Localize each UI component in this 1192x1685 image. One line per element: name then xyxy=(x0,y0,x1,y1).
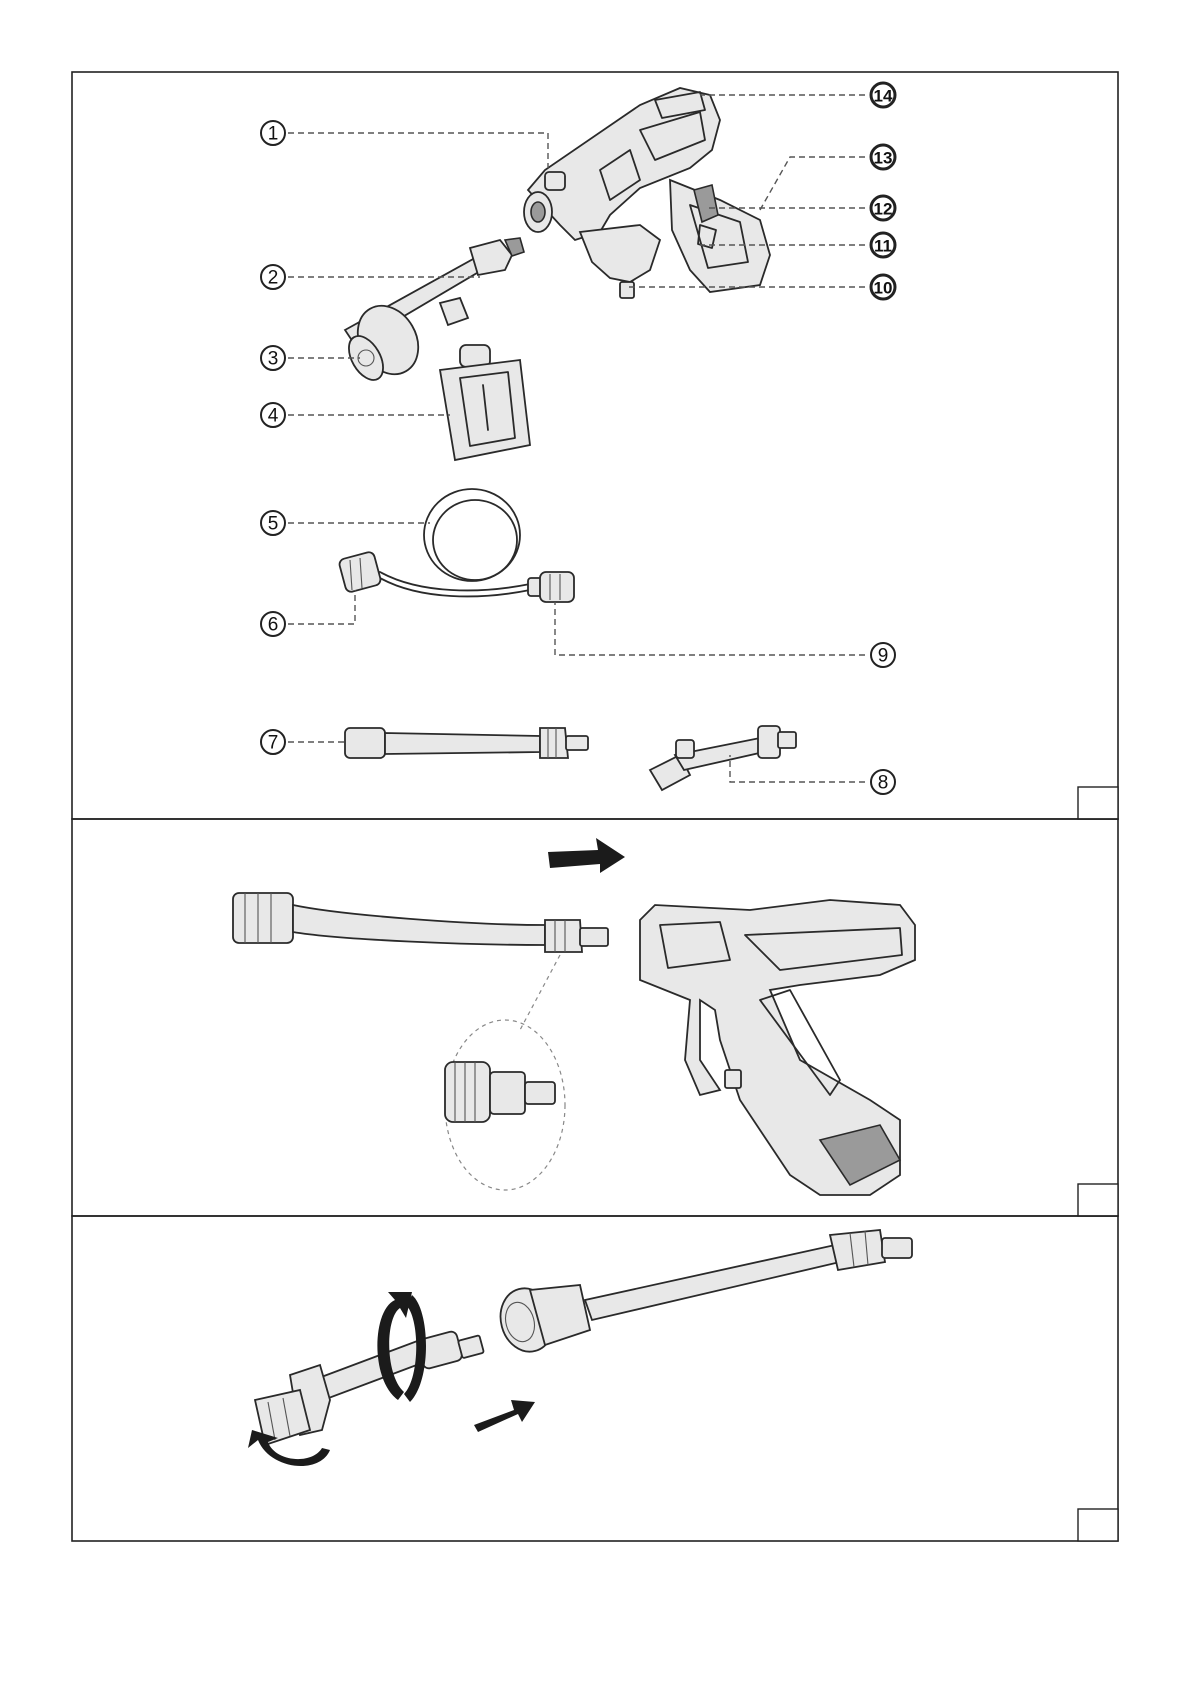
callout-12: 12 xyxy=(871,196,895,220)
spray-gun-body xyxy=(524,88,770,298)
panel-attach-nozzle xyxy=(72,1216,1118,1541)
callout-11-text: 11 xyxy=(874,237,892,256)
part-hose-connector-gun xyxy=(338,551,382,593)
part-hose-connector-inlet xyxy=(528,572,574,602)
callout-3-text: 3 xyxy=(268,349,279,370)
part-adjustable-nozzle xyxy=(650,726,796,790)
figure-number-box xyxy=(1078,1184,1118,1216)
callout-1: 1 xyxy=(261,121,285,145)
nozzle-assembly xyxy=(255,1330,484,1445)
callout-7: 7 xyxy=(261,730,285,754)
callout-8: 8 xyxy=(871,770,895,794)
arrow-right-icon xyxy=(474,1400,535,1432)
long-lance xyxy=(494,1230,912,1358)
panel-parts-overview: 1 2 3 4 5 6 7 8 xyxy=(72,72,1118,819)
arrow-right-icon xyxy=(548,838,625,873)
callout-14-text: 14 xyxy=(874,87,893,106)
callout-10: 10 xyxy=(871,275,895,299)
part-lance xyxy=(345,728,588,758)
callout-1-text: 1 xyxy=(268,124,279,145)
callout-4: 4 xyxy=(261,403,285,427)
callout-8-text: 8 xyxy=(878,773,889,794)
callout-11: 11 xyxy=(871,233,895,257)
callout-13: 13 xyxy=(871,145,895,169)
part-hose xyxy=(380,489,530,596)
zoom-detail xyxy=(445,1020,565,1190)
part-detergent-bottle xyxy=(440,345,530,460)
callout-2: 2 xyxy=(261,265,285,289)
callout-12-text: 12 xyxy=(874,200,893,219)
callout-6: 6 xyxy=(261,612,285,636)
panel-frame xyxy=(72,819,1118,1216)
callout-10-text: 10 xyxy=(874,279,893,298)
panel-attach-lance xyxy=(72,819,1118,1216)
figure-number-box xyxy=(1078,787,1118,819)
callout-9: 9 xyxy=(871,643,895,667)
callout-7-text: 7 xyxy=(268,733,279,754)
callout-13-text: 13 xyxy=(874,149,893,168)
callout-3: 3 xyxy=(261,346,285,370)
gun-side-view xyxy=(640,900,915,1195)
callout-14: 14 xyxy=(871,83,895,107)
callout-6-text: 6 xyxy=(268,615,279,636)
callout-5: 5 xyxy=(261,511,285,535)
callout-4-text: 4 xyxy=(268,406,279,427)
callout-9-text: 9 xyxy=(878,646,889,667)
callout-2-text: 2 xyxy=(268,268,279,289)
panel-frame xyxy=(72,1216,1118,1541)
lance-illustration xyxy=(233,893,608,1030)
figure-number-box xyxy=(1078,1509,1118,1541)
callout-5-text: 5 xyxy=(268,514,279,535)
